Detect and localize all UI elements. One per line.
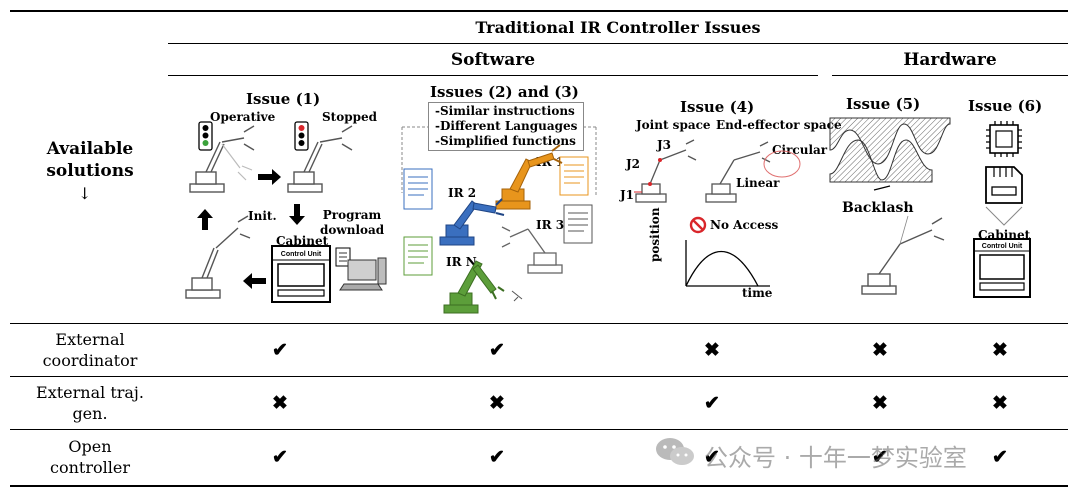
position-time-plot xyxy=(685,240,770,287)
issue4-no-access: No Access xyxy=(710,218,779,232)
issue5-title: Issue (5) xyxy=(846,95,921,113)
cabinet-icon: Control Unit xyxy=(271,245,331,303)
mark-r3-c5: ✔ xyxy=(992,446,1008,468)
issue1-diagram: Control Unit xyxy=(185,121,387,303)
document-green-icon xyxy=(403,236,433,276)
mark-r1-c3: ✖ xyxy=(704,339,720,361)
mark-r2-c5: ✖ xyxy=(992,392,1008,414)
issue5-diagram xyxy=(829,117,951,295)
issue1-control-unit: Control Unit xyxy=(281,251,322,258)
mark-r2-c4: ✖ xyxy=(872,392,888,414)
memory-card-icon xyxy=(985,166,1023,204)
issue23-item: -Different Languages xyxy=(435,119,578,133)
ir3-label: IR 3 xyxy=(536,218,565,232)
issue4-title: Issue (4) xyxy=(680,98,755,116)
issue23-title: Issues (2) and (3) xyxy=(430,83,579,101)
issue1-init: Init. xyxy=(248,209,277,223)
robot-ir2 xyxy=(439,198,505,246)
issue6-control-unit: Control Unit xyxy=(982,243,1023,250)
row-label-external-coordinator: External coordinator xyxy=(42,330,138,370)
issue23-item: -Simplified functions xyxy=(435,134,576,148)
issue4-joint-space: Joint space xyxy=(636,118,711,132)
top-rule xyxy=(10,10,1068,12)
mark-r3-c4: ✔ xyxy=(872,446,888,468)
mark-r2-c3: ✔ xyxy=(704,392,720,414)
computer-icon xyxy=(335,247,387,291)
mark-r1-c2: ✔ xyxy=(489,339,505,361)
issue4-j2: J2 xyxy=(626,157,641,171)
software-rule xyxy=(168,75,818,76)
issue6-title: Issue (6) xyxy=(968,97,1043,115)
robot-arm-ghost xyxy=(221,143,253,181)
mark-r1-c5: ✖ xyxy=(992,339,1008,361)
row2-rule xyxy=(10,429,1068,430)
issue4-j1: J1 xyxy=(620,188,635,202)
document-orange-icon xyxy=(559,156,589,196)
robot-ir1 xyxy=(495,144,563,210)
robot-ir3 xyxy=(501,226,563,274)
irn-label: IR N xyxy=(446,255,477,269)
issue23-item: -Similar instructions xyxy=(435,104,575,118)
watermark-text: 公众号 · 十年一梦实验室 xyxy=(704,444,967,472)
robot-joint-space xyxy=(635,139,697,203)
table-title: Traditional IR Controller Issues xyxy=(475,18,761,37)
mark-r3-c1: ✔ xyxy=(272,446,288,468)
traffic-light-stop-icon xyxy=(294,121,309,151)
traffic-light-go-icon xyxy=(198,121,213,151)
bottom-rule xyxy=(10,485,1068,487)
title-rule xyxy=(168,43,1068,44)
issue23-diagram xyxy=(401,126,597,314)
robot-arm-init xyxy=(185,215,251,299)
arrow-left-icon xyxy=(243,273,266,289)
down-arrow-icon: ↓ xyxy=(78,184,92,203)
mark-r1-c4: ✖ xyxy=(872,339,888,361)
arrow-right-icon xyxy=(258,169,281,185)
issue1-program-download: Program download xyxy=(320,208,385,237)
issue23-list: -Similar instructions -Different Languag… xyxy=(428,102,585,151)
row1-rule xyxy=(10,376,1068,377)
issue1-stopped: Stopped xyxy=(322,110,378,124)
gear-teeth-icon xyxy=(829,117,951,183)
arrow-down-icon xyxy=(289,204,305,225)
row-label-open-controller: Open controller xyxy=(50,437,130,477)
robot-arm-stopped xyxy=(287,125,353,193)
software-header: Software xyxy=(450,50,536,70)
chip-icon xyxy=(986,121,1022,157)
mark-r3-c3: ✔ xyxy=(704,446,720,468)
issue4-effector-space: End-effector space xyxy=(716,118,842,132)
issue5-backlash: Backlash xyxy=(842,200,914,216)
robot-arm-operative xyxy=(189,125,255,193)
wechat-logo-icon xyxy=(656,438,694,465)
robot-irn xyxy=(443,260,505,314)
arrow-up-icon xyxy=(197,209,213,230)
hardware-header: Hardware xyxy=(903,50,997,70)
mark-r2-c1: ✖ xyxy=(272,392,288,414)
document-gray-icon xyxy=(563,204,593,244)
no-access-icon xyxy=(689,216,707,234)
mark-r3-c2: ✔ xyxy=(489,446,505,468)
issue4-circular: Circular xyxy=(772,143,828,157)
header-body-rule xyxy=(10,323,1068,324)
issue4-diagram xyxy=(634,139,801,287)
issue4-j3: J3 xyxy=(657,138,672,152)
mark-r2-c2: ✖ xyxy=(489,392,505,414)
cabinet-unit-icon: Control Unit xyxy=(973,238,1031,298)
issue1-cabinet: Cabinet xyxy=(276,234,329,248)
available-solutions-label: Available solutions xyxy=(46,139,134,181)
issue1-title: Issue (1) xyxy=(246,90,321,108)
issue4-time: time xyxy=(742,286,773,300)
hardware-rule xyxy=(832,75,1068,76)
issue1-operative: Operative xyxy=(210,110,276,124)
robot-backlash xyxy=(861,217,945,295)
mark-r1-c1: ✔ xyxy=(272,339,288,361)
issue6-diagram: Control Unit xyxy=(973,121,1031,298)
row-label-external-traj-gen: External traj. gen. xyxy=(36,383,144,423)
robot-effector-space xyxy=(705,141,771,203)
document-blue-icon xyxy=(403,168,433,210)
issue4-linear: Linear xyxy=(736,176,780,190)
ir2-label: IR 2 xyxy=(448,186,477,200)
